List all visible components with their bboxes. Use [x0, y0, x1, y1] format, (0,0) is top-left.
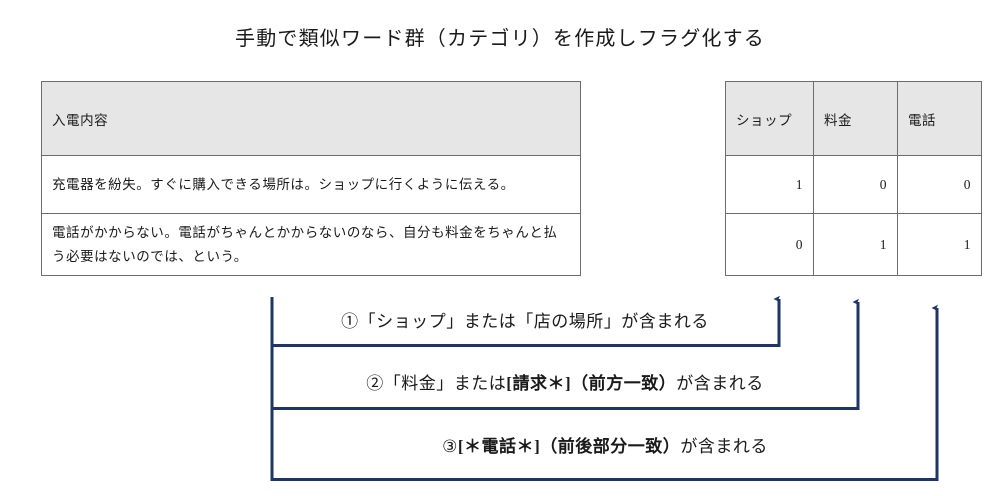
column-header-shop: ショップ	[725, 81, 814, 156]
page-title: 手動で類似ワード群（カテゴリ）を作成しフラグ化する	[235, 28, 765, 50]
flag-cell-r1-phone: 0	[897, 155, 982, 214]
column-header-inquiry-content: 入電内容	[41, 81, 581, 156]
rule-marker-3: ③	[442, 437, 458, 456]
column-header-fee: 料金	[813, 81, 898, 156]
rule-label-3: ③[＊電話＊]（前後部分一致）が含まれる	[285, 432, 925, 457]
table-header-row: ショップ 料金 電話	[725, 81, 982, 156]
rule-label-1: ①「ショップ」または「店の場所」が含まれる	[285, 307, 765, 332]
table-row: 充電器を紛失。すぐに購入できる場所は。ショップに行くように伝える。	[41, 155, 581, 214]
flag-cell-r1-fee: 0	[813, 155, 898, 214]
flag-cell-r2-fee: 1	[813, 213, 898, 276]
rule-text-3-bold: [＊電話＊]（前後部分一致）	[457, 437, 681, 456]
flag-cell-r2-phone: 1	[897, 213, 982, 276]
rule-text-1-pre: 「ショップ」または「店の場所」が含まれる	[358, 312, 709, 331]
rule-text-2-pre: 「料金」または	[383, 374, 507, 393]
table-header-row: 入電内容	[41, 81, 581, 156]
inquiry-text-1: 充電器を紛失。すぐに購入できる場所は。ショップに行くように伝える。	[41, 155, 581, 214]
rule-text-3-post: が含まれる	[680, 437, 768, 456]
table-row: 0 1 1	[725, 213, 982, 276]
flag-cell-r1-shop: 1	[725, 155, 814, 214]
rule-text-2-post: が含まれる	[676, 374, 764, 393]
inquiry-text-2: 電話がかからない。電話がちゃんとかからないのなら、自分も料金をちゃんと払う必要は…	[41, 213, 581, 276]
rule-label-2: ②「料金」または[請求＊]（前方一致）が含まれる	[285, 369, 845, 394]
flag-cell-r2-shop: 0	[725, 213, 814, 276]
rule-text-2-bold: [請求＊]（前方一致）	[506, 374, 677, 393]
table-row: 電話がかからない。電話がちゃんとかからないのなら、自分も料金をちゃんと払う必要は…	[41, 213, 581, 276]
inquiry-content-table: 入電内容 充電器を紛失。すぐに購入できる場所は。ショップに行くように伝える。 電…	[41, 81, 581, 276]
rule-marker-2: ②	[366, 374, 384, 393]
rule-marker-1: ①	[341, 312, 359, 331]
table-row: 1 0 0	[725, 155, 982, 214]
column-header-phone: 電話	[897, 81, 982, 156]
category-flag-table: ショップ 料金 電話 1 0 0 0 1 1	[725, 81, 982, 276]
